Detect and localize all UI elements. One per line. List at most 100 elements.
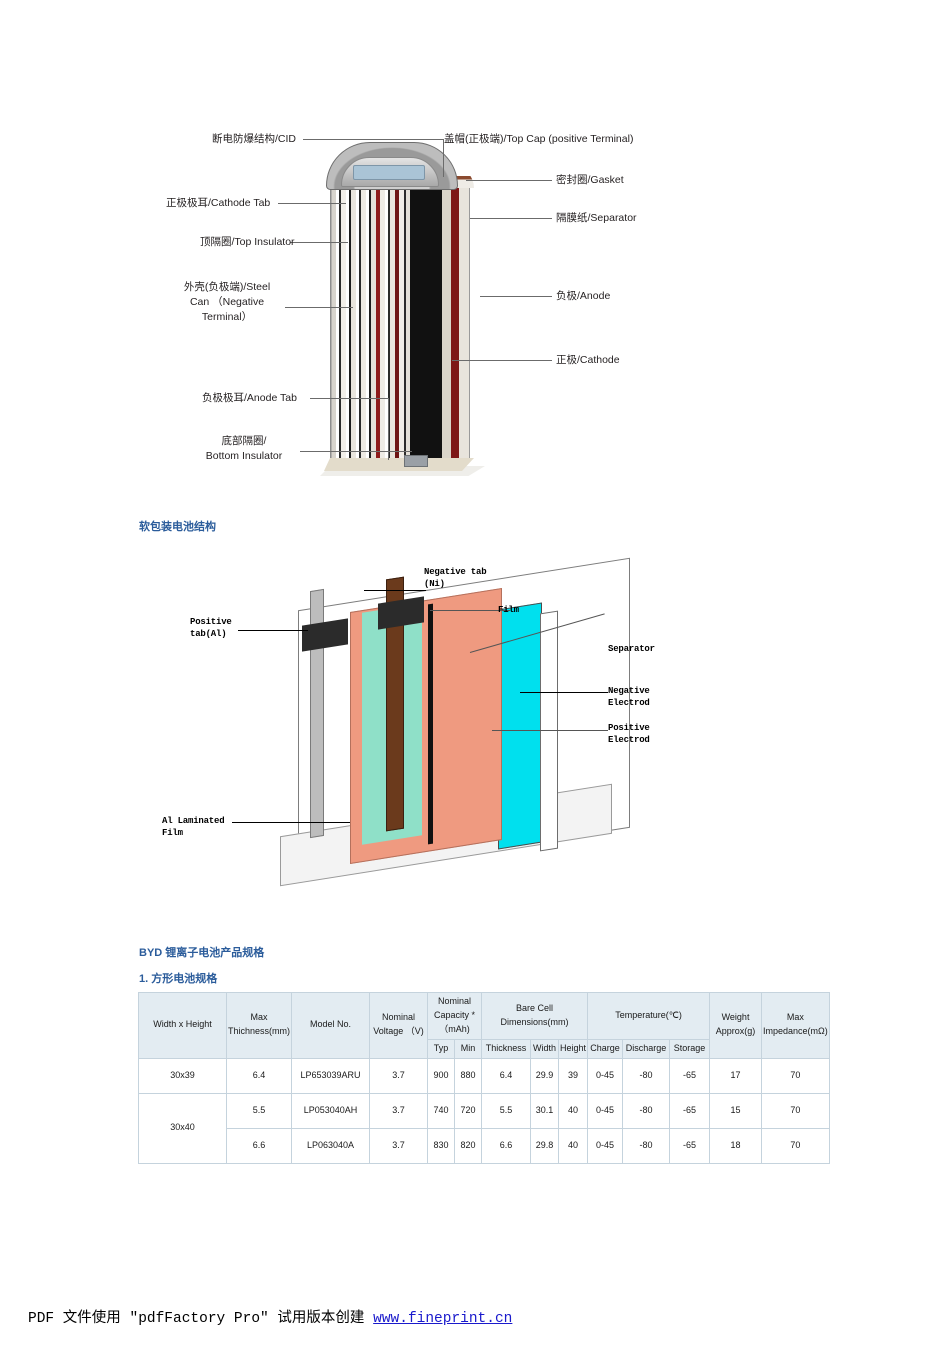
spec-subsection-heading: 1. 方形电池规格 — [139, 973, 218, 985]
cell-weight: 17 — [709, 1057, 763, 1094]
pouch-cell-diagram: Negative tab (Ni) Film Positive tab(Al) … — [0, 550, 950, 887]
leader-line-anode — [480, 296, 552, 297]
cell-cap-min: 820 — [454, 1127, 483, 1164]
th-max-impedance: Max Impedance(mΩ) — [761, 992, 830, 1059]
th-dim-width: Width — [530, 1038, 560, 1059]
label-negative-tab: Negative tab (Ni) — [424, 567, 487, 590]
cell-dim-height: 40 — [558, 1092, 589, 1129]
cell-max-thickness: 5.5 — [225, 1092, 293, 1129]
label-positive-tab: Positive tab(Al) — [190, 617, 232, 640]
th-nominal-capacity: Nominal Capacity * （mAh) — [427, 992, 483, 1040]
th-max-thickness: Max Thichness(mm) — [225, 992, 293, 1059]
cell-nominal-voltage: 3.7 — [369, 1127, 429, 1164]
cell-model-no: LP653039ARU — [291, 1057, 371, 1094]
leader-line-cid — [303, 139, 443, 140]
th-model-no: Model No. — [291, 992, 371, 1059]
table-header-row-2: Typ Min Thickness Width Height Charge Di… — [139, 1038, 830, 1059]
leader-line-film — [430, 610, 510, 611]
label-negative-electrode: Negative Electrod — [608, 686, 650, 709]
pdf-footer: PDF 文件使用 "pdfFactory Pro" 试用版本创建 www.fin… — [28, 1306, 512, 1327]
label-steel-can: 外壳(负极端)/Steel Can （Negative Terminal） — [183, 281, 271, 324]
th-width-height: Width x Height — [138, 992, 227, 1059]
cell-weight: 18 — [709, 1127, 763, 1164]
label-bottom-insulator: 底部隔圈/ Bottom Insulator — [205, 435, 283, 463]
th-dim-height: Height — [558, 1038, 589, 1059]
cell-cathode-black-region — [410, 186, 442, 460]
cell-nominal-voltage: 3.7 — [369, 1092, 429, 1129]
th-nominal-voltage: Nominal Voltage （V) — [369, 992, 429, 1059]
pouch-cell-illustration — [250, 557, 670, 887]
leader-line-anode-tab-vertical — [388, 398, 389, 460]
cell-temp-storage: -65 — [669, 1057, 711, 1094]
cell-dim-height: 40 — [558, 1127, 589, 1164]
prismatic-cell-spec-table: Width x Height Max Thichness(mm) Model N… — [138, 992, 830, 1164]
cell-temp-discharge: -80 — [622, 1092, 671, 1129]
cell-max-thickness: 6.4 — [225, 1057, 293, 1094]
cell-dim-thickness: 6.4 — [481, 1057, 532, 1094]
leader-line-negative-electrode — [520, 692, 608, 693]
cell-cap-min: 880 — [454, 1057, 483, 1094]
cell-dim-height: 39 — [558, 1057, 589, 1094]
label-top-cap: 盖帽(正极端)/Top Cap (positive Terminal) — [444, 133, 634, 145]
cell-temp-discharge: -80 — [622, 1057, 671, 1094]
th-temp-charge: Charge — [587, 1038, 624, 1059]
cell-bottom-insulator — [404, 455, 428, 467]
leader-line-al-laminated-film — [232, 822, 350, 823]
spec-section-heading: BYD 锂离子电池产品规格 — [139, 947, 265, 959]
cell-cid-element — [353, 165, 425, 180]
th-dim-thickness: Thickness — [481, 1038, 532, 1059]
cell-nominal-voltage: 3.7 — [369, 1057, 429, 1094]
cell-dim-width: 30.1 — [530, 1092, 560, 1129]
cell-cap-typ: 830 — [427, 1127, 456, 1164]
cell-model-no: LP063040A — [291, 1127, 371, 1164]
cell-dim-width: 29.8 — [530, 1127, 560, 1164]
cell-width-height: 30x40 — [138, 1092, 227, 1164]
leader-line-gasket — [466, 180, 552, 181]
label-cathode: 正极/Cathode — [556, 354, 620, 366]
table-header: Width x Height Max Thichness(mm) Model N… — [138, 992, 830, 1059]
label-top-insulator: 顶隔圈/Top Insulator — [200, 236, 295, 248]
cell-temp-discharge: -80 — [622, 1127, 671, 1164]
leader-line-cid-vertical — [443, 139, 444, 177]
leader-line-positive-electrode — [492, 730, 608, 731]
label-cid: 断电防爆结构/CID — [212, 133, 296, 145]
leader-line-anode-tab — [310, 398, 388, 399]
cell-dim-thickness: 5.5 — [481, 1092, 532, 1129]
cell-weight: 15 — [709, 1092, 763, 1129]
cell-max-impedance: 70 — [761, 1092, 830, 1129]
leader-line-top-insulator — [290, 242, 348, 243]
label-separator-pouch: Separator — [608, 644, 655, 654]
leader-line-bottom-insulator — [300, 451, 412, 452]
th-cap-min: Min — [454, 1038, 483, 1059]
cell-base-shadow — [320, 466, 485, 476]
label-anode-tab: 负极极耳/Anode Tab — [202, 392, 297, 404]
pdf-footer-text: PDF 文件使用 "pdfFactory Pro" 试用版本创建 — [28, 1311, 374, 1327]
leader-line-cathode-tab — [278, 203, 346, 204]
leader-line-negative-tab — [364, 590, 426, 591]
th-bare-cell-dimensions: Bare Cell Dimensions(mm) — [481, 992, 589, 1040]
fineprint-link[interactable]: www.fineprint.cn — [373, 1311, 513, 1327]
th-temperature: Temperature(℃) — [587, 992, 711, 1040]
pouch-negative-electrode-layer — [498, 602, 542, 850]
leader-line-top-cap — [398, 139, 442, 140]
label-separator: 隔膜纸/Separator — [556, 212, 637, 224]
cell-cap-typ: 900 — [427, 1057, 456, 1094]
label-film: Film — [498, 605, 519, 615]
cell-max-impedance: 70 — [761, 1057, 830, 1094]
cell-temp-charge: 0-45 — [587, 1057, 624, 1094]
cell-temp-storage: -65 — [669, 1127, 711, 1164]
th-temp-discharge: Discharge — [622, 1038, 671, 1059]
cell-cap-min: 720 — [454, 1092, 483, 1129]
th-cap-typ: Typ — [427, 1038, 456, 1059]
cell-model-no: LP053040AH — [291, 1092, 371, 1129]
pouch-dark-edge — [428, 603, 433, 845]
cell-temp-storage: -65 — [669, 1092, 711, 1129]
th-temp-storage: Storage — [669, 1038, 711, 1059]
pouch-separator-layer — [540, 610, 558, 852]
label-anode: 负极/Anode — [556, 290, 611, 302]
th-weight: Weight Approx(g) — [709, 992, 763, 1059]
